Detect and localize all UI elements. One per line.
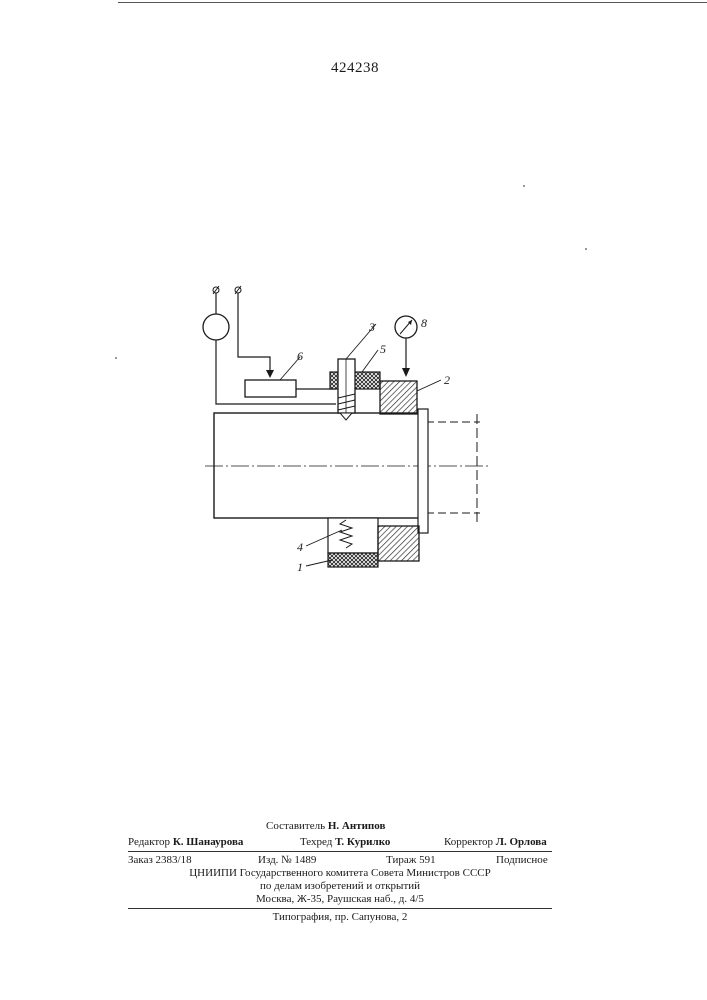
techred-role: Техред bbox=[300, 836, 332, 848]
shaft-collar bbox=[418, 409, 428, 533]
org-line-2: по делам изобретений и открытий bbox=[128, 880, 552, 892]
terminal-left bbox=[213, 286, 219, 294]
address: Москва, Ж-35, Раушская наб., д. 4/5 bbox=[128, 893, 552, 905]
corrector-name: Л. Орлова bbox=[496, 836, 547, 848]
label-2: 2 bbox=[444, 373, 450, 387]
gauge-arrow bbox=[402, 368, 410, 377]
block-6 bbox=[245, 380, 296, 397]
editor-line: Редактор К. Шанаурова bbox=[128, 836, 243, 848]
label-8: 8 bbox=[421, 316, 427, 330]
subscription: Подписное bbox=[496, 854, 548, 866]
printer: Типография, пр. Сапунова, 2 bbox=[128, 911, 552, 923]
label-3: 3 bbox=[368, 320, 375, 334]
label-1: 1 bbox=[297, 560, 303, 574]
ring-1 bbox=[328, 553, 378, 567]
editor-name: К. Шанаурова bbox=[173, 836, 244, 848]
technical-drawing: 3 5 6 8 2 4 1 bbox=[0, 0, 707, 700]
compiler-name: Н. Антипов bbox=[328, 820, 386, 832]
print-run: Тираж 591 bbox=[386, 854, 436, 866]
corrector-line: Корректор Л. Орлова bbox=[444, 836, 547, 848]
edition-number: Изд. № 1489 bbox=[258, 854, 316, 866]
order-number: Заказ 2383/18 bbox=[128, 854, 192, 866]
arrow-to-block-6 bbox=[266, 370, 274, 378]
power-source-circle bbox=[203, 314, 229, 340]
part-2-upper bbox=[380, 381, 417, 414]
techred-name: Т. Курилко bbox=[335, 836, 390, 848]
shaft bbox=[214, 413, 426, 518]
org-line-1: ЦНИИПИ Государственного комитета Совета … bbox=[128, 867, 552, 879]
label-4: 4 bbox=[297, 540, 303, 554]
wire-to-block-6 bbox=[238, 293, 270, 376]
compiler-role: Составитель bbox=[266, 820, 325, 832]
imprint-rule-2 bbox=[128, 908, 552, 909]
leader-5 bbox=[362, 350, 378, 372]
editor-role: Редактор bbox=[128, 836, 170, 848]
corrector-role: Корректор bbox=[444, 836, 493, 848]
techred-line: Техред Т. Курилко bbox=[300, 836, 390, 848]
compiler-line: Составитель Н. Антипов bbox=[266, 820, 385, 832]
leader-2 bbox=[417, 380, 441, 391]
label-6: 6 bbox=[297, 349, 303, 363]
scan-speck bbox=[523, 185, 525, 187]
spring-housing bbox=[328, 518, 378, 553]
probe-3 bbox=[338, 359, 355, 413]
label-5: 5 bbox=[380, 342, 386, 356]
terminal-right bbox=[235, 286, 241, 294]
scan-speck bbox=[115, 357, 117, 359]
part-2-lower bbox=[378, 526, 419, 561]
imprint-rule-1 bbox=[128, 851, 552, 852]
scan-speck bbox=[585, 248, 587, 250]
